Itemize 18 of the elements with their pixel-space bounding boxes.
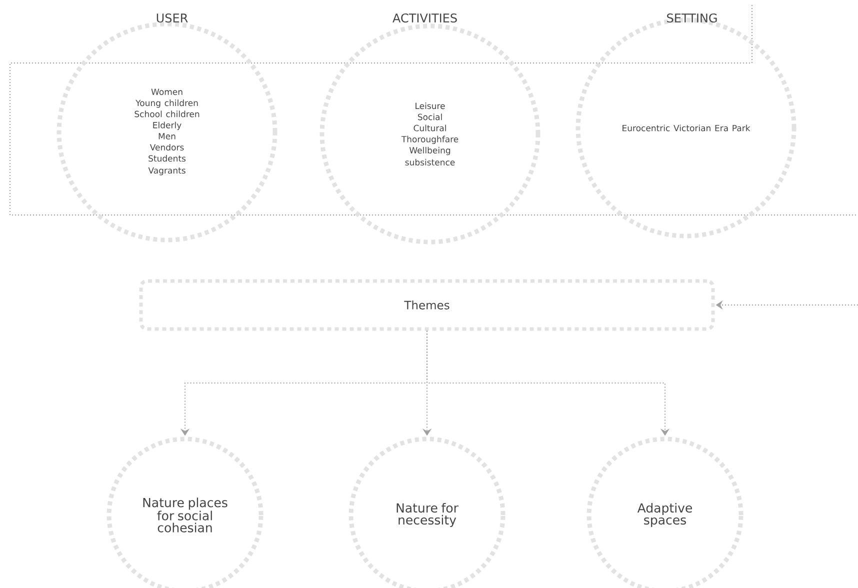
heading: USER: [156, 13, 188, 23]
node-label: subsistence: [405, 158, 455, 166]
node-label: Leisure: [416, 102, 445, 110]
node-label: School children: [134, 110, 200, 118]
node-label: Women: [151, 88, 182, 96]
node-label: Vagrants: [148, 167, 186, 176]
dotted-box: Themes: [139, 279, 715, 331]
node-label: Men: [158, 133, 176, 140]
node-label: Cultural: [414, 124, 446, 132]
node-label: Young children: [136, 100, 198, 108]
node-label: Vendors: [150, 144, 184, 151]
node-label: Social: [418, 114, 442, 120]
node-label: Wellbeing: [409, 146, 450, 156]
heading: ACTIVITIES: [392, 13, 457, 23]
node-label: Elderly: [153, 122, 182, 130]
heading: SETTING: [667, 13, 717, 23]
node-label: Thoroughfare: [401, 136, 458, 144]
node-label: Students: [148, 155, 186, 162]
